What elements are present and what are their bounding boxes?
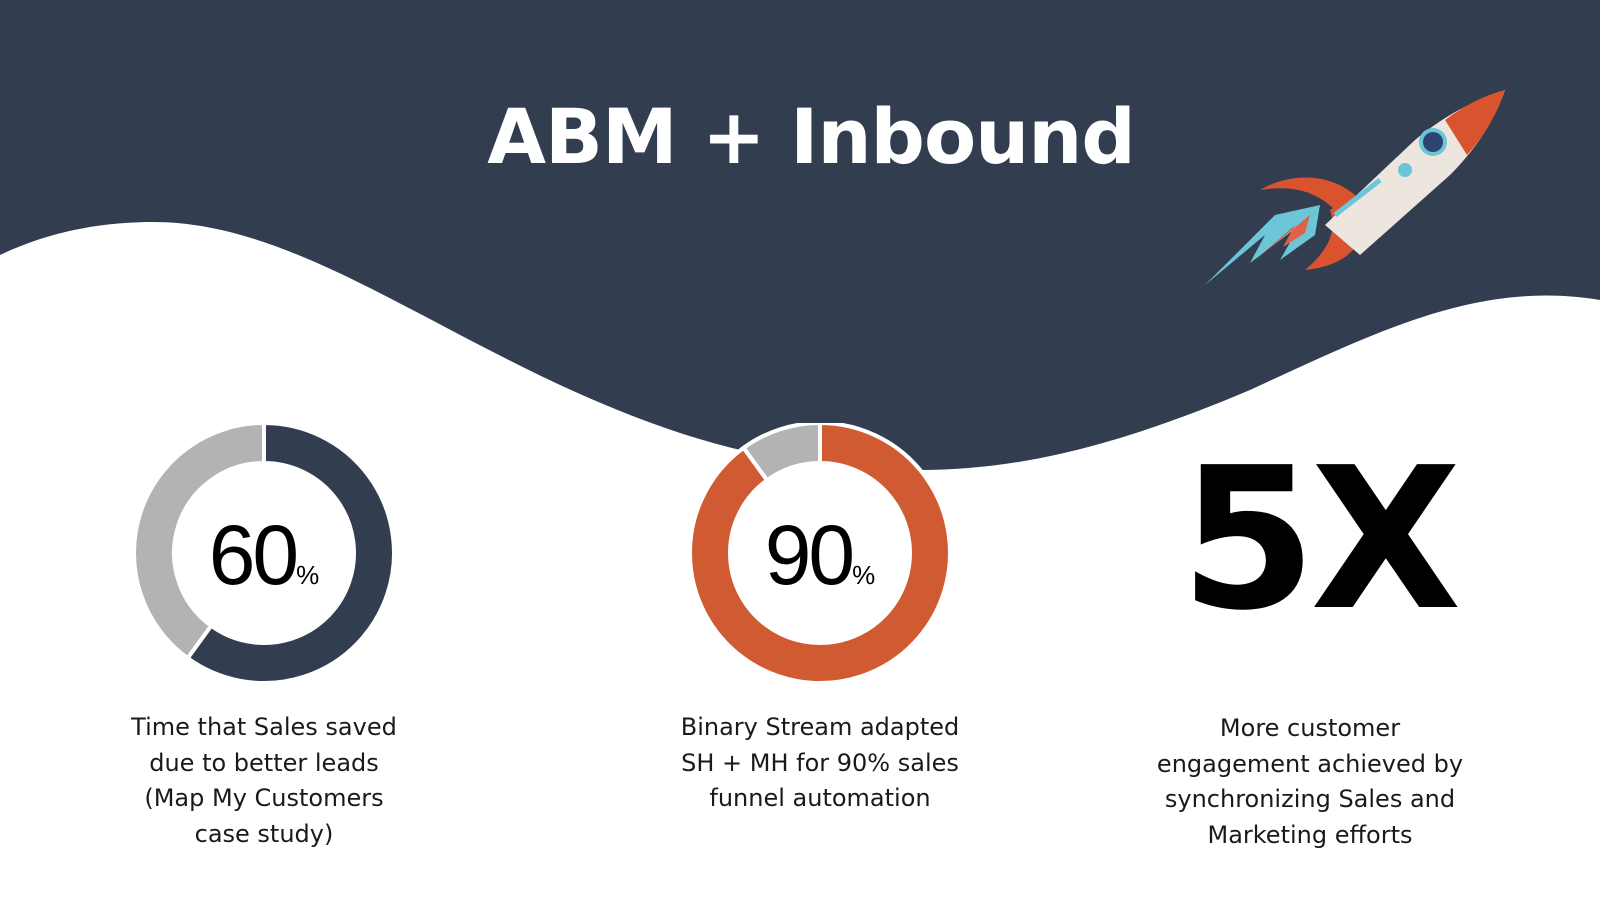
- stat-number: 90: [764, 508, 855, 602]
- donut-svg: [690, 423, 950, 683]
- donut-segment-remaining: [134, 423, 266, 661]
- donut-chart-60: 60%: [134, 423, 394, 683]
- donut-segment-saved: [184, 423, 394, 683]
- stat-unit: %: [296, 560, 320, 590]
- donut-segment-remaining: [740, 423, 822, 483]
- donut-svg: [134, 423, 394, 683]
- stat-value: 60%: [134, 513, 394, 617]
- stat-number: 60: [208, 508, 299, 602]
- donut-segment-automated: [690, 423, 950, 683]
- stat-caption: More customer engagement achieved by syn…: [1156, 714, 1464, 849]
- stat-unit: %: [852, 560, 876, 590]
- donut-chart-90: 90%: [690, 423, 950, 683]
- stat-caption: Time that Sales saved due to better lead…: [131, 713, 397, 848]
- slide-title: ABM + Inbound: [487, 92, 1136, 181]
- stat-value: 90%: [690, 513, 950, 617]
- stat-value-5x: 5X: [1180, 426, 1462, 654]
- rocket-icon: [1205, 90, 1505, 285]
- stat-caption: Binary Stream adapted SH + MH for 90% sa…: [680, 713, 960, 812]
